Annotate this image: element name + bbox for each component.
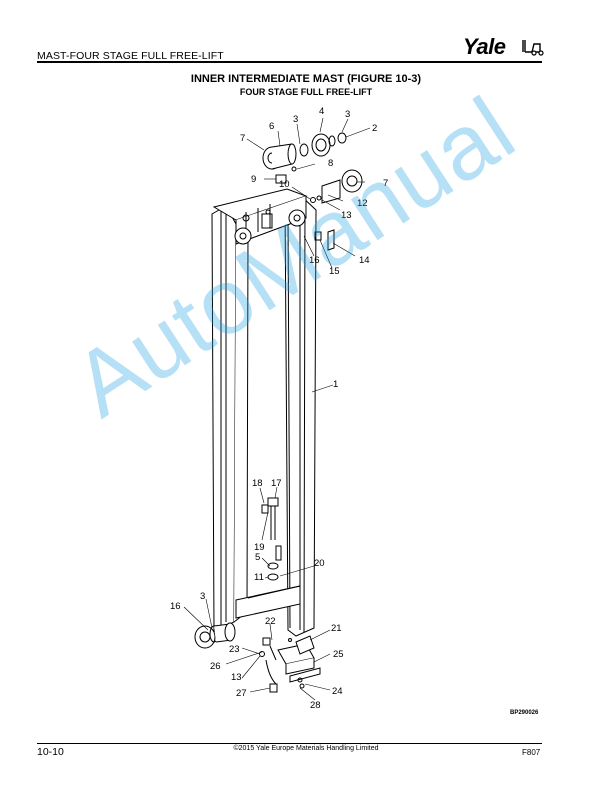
callout-label: 16 bbox=[170, 601, 181, 612]
callout-label: 7 bbox=[240, 133, 245, 144]
left-mast-rail bbox=[211, 205, 237, 633]
section-title: MAST-FOUR STAGE FULL FREE-LIFT bbox=[37, 50, 224, 62]
callout-label: 13 bbox=[341, 210, 352, 221]
callout-labels: 1 2 3 3 3 4 5 6 7 7 8 9 10 11 12 13 13 1… bbox=[170, 106, 539, 716]
forklift-icon bbox=[522, 40, 544, 56]
drawing-code: BP290026 bbox=[510, 710, 539, 716]
header-rule bbox=[37, 61, 542, 63]
callout-label: 12 bbox=[357, 198, 368, 209]
callout-label: 28 bbox=[310, 700, 321, 711]
footer-rule bbox=[37, 743, 542, 744]
callout-label: 2 bbox=[372, 123, 377, 134]
callout-label: 3 bbox=[345, 109, 350, 120]
figure-subtitle: FOUR STAGE FULL FREE-LIFT bbox=[239, 87, 373, 97]
callout-label: 15 bbox=[329, 266, 340, 277]
figure-title: INNER INTERMEDIATE MAST (FIGURE 10-3) bbox=[190, 73, 422, 85]
callout-label: 3 bbox=[200, 591, 205, 602]
document-code: F807 bbox=[522, 748, 541, 757]
callout-label: 21 bbox=[331, 623, 342, 634]
callout-label: 1 bbox=[333, 379, 338, 390]
callout-label: 11 bbox=[254, 572, 264, 583]
callout-label: 4 bbox=[319, 106, 324, 117]
callout-label: 17 bbox=[271, 478, 282, 489]
callout-label: 3 bbox=[293, 114, 298, 125]
callout-label: 24 bbox=[332, 686, 343, 697]
callout-label: 5 bbox=[255, 552, 260, 563]
bracket-21 bbox=[295, 635, 315, 655]
copyright-notice: ©2015 Yale Europe Materials Handling Lim… bbox=[233, 745, 379, 752]
callout-label: 26 bbox=[210, 661, 221, 672]
yale-logo: Yale bbox=[463, 34, 547, 60]
callout-label: 25 bbox=[333, 649, 344, 660]
callout-label: 19 bbox=[254, 542, 265, 553]
callout-label: 20 bbox=[314, 558, 325, 569]
callout-label: 10 bbox=[279, 179, 290, 190]
callout-label: 14 bbox=[359, 255, 370, 266]
page-number: 10-10 bbox=[37, 746, 64, 758]
callout-label: 13 bbox=[231, 672, 242, 683]
logo-text: Yale bbox=[463, 34, 506, 59]
callout-label: 27 bbox=[236, 688, 247, 699]
callout-label: 16 bbox=[309, 255, 320, 266]
callout-label: 18 bbox=[252, 478, 263, 489]
callout-label: 8 bbox=[328, 158, 333, 169]
callout-label: 7 bbox=[383, 178, 388, 189]
callout-label: 23 bbox=[229, 644, 240, 655]
callout-label: 6 bbox=[269, 121, 274, 132]
callout-label: 22 bbox=[265, 616, 276, 627]
callout-label: 9 bbox=[251, 174, 256, 185]
